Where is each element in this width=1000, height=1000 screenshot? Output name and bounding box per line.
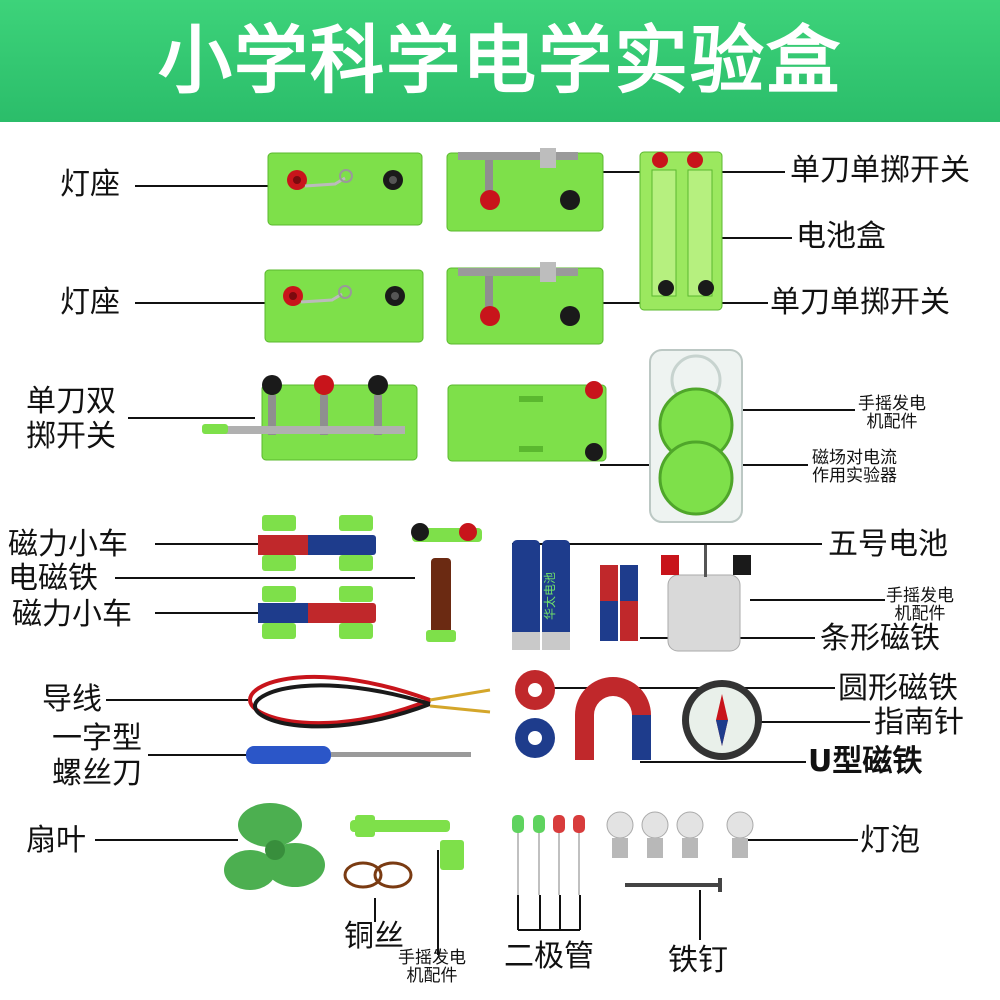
title-banner: 小学科学电学实验盒 — [0, 0, 1000, 122]
magnetic-car-2 — [258, 586, 376, 639]
iron-nail — [625, 878, 722, 892]
screwdriver — [246, 746, 471, 764]
label-generator-part-1: 手摇发电 机配件 — [858, 394, 926, 432]
lamp-holder-2 — [264, 269, 424, 343]
generator-gearbox — [649, 349, 743, 523]
magnetic-car-1 — [258, 515, 376, 571]
wire-bundle — [247, 674, 491, 729]
label-lamp-holder-2: 灯座 — [60, 285, 120, 320]
label-aa-battery: 五号电池 — [828, 527, 948, 562]
spst-switch-2 — [446, 262, 604, 345]
label-bar-magnet: 条形磁铁 — [820, 621, 940, 656]
label-fan-blade: 扇叶 — [26, 823, 86, 858]
label-magnetic-car-1: 磁力小车 — [8, 527, 128, 562]
compass — [682, 680, 762, 760]
label-u-magnet: U型磁铁 — [808, 744, 923, 779]
copper-wire-coil — [343, 861, 413, 889]
ring-magnets — [515, 670, 555, 758]
aa-batteries: 华太电池 — [512, 540, 570, 650]
label-spst-switch-1: 单刀单掷开关 — [790, 153, 970, 188]
label-generator-part-3: 手摇发电 机配件 — [398, 948, 466, 986]
label-wire: 导线 — [42, 682, 102, 717]
battery-brand-text: 华太电池 — [542, 572, 557, 620]
magnetic-field-board — [447, 381, 607, 462]
electromagnet — [411, 523, 482, 642]
label-copper-wire: 铜丝 — [344, 919, 404, 954]
label-lamp-holder-1: 灯座 — [60, 167, 120, 202]
label-spst-switch-2: 单刀单掷开关 — [770, 285, 950, 320]
bulbs — [606, 811, 754, 858]
label-iron-nail: 铁钉 — [668, 943, 728, 978]
crank-handle — [350, 815, 464, 870]
label-magnetic-car-2: 磁力小车 — [12, 597, 132, 632]
label-screwdriver: 一字型 螺丝刀 — [52, 721, 142, 791]
label-electromagnet: 电磁铁 — [8, 561, 98, 596]
bar-magnet — [600, 565, 638, 641]
label-compass: 指南针 — [874, 705, 964, 740]
label-magnetic-field-apparatus: 磁场对电流 作用实验器 — [812, 448, 897, 486]
label-generator-part-2: 手摇发电 机配件 — [886, 586, 954, 624]
leds — [512, 815, 585, 895]
motor-generator — [661, 545, 751, 652]
label-ring-magnet: 圆形磁铁 — [838, 671, 958, 706]
page-title: 小学科学电学实验盒 — [158, 18, 842, 104]
fan-blade — [224, 803, 325, 890]
label-spdt-switch: 单刀双 掷开关 — [26, 384, 116, 454]
spst-switch-1 — [446, 148, 604, 232]
lamp-holder-1 — [267, 152, 423, 226]
spdt-switch — [202, 375, 418, 461]
u-magnet — [575, 677, 651, 760]
battery-box — [639, 151, 723, 311]
label-diode: 二极管 — [504, 939, 594, 974]
label-bulb: 灯泡 — [860, 823, 920, 858]
label-battery-box: 电池盒 — [796, 219, 886, 254]
